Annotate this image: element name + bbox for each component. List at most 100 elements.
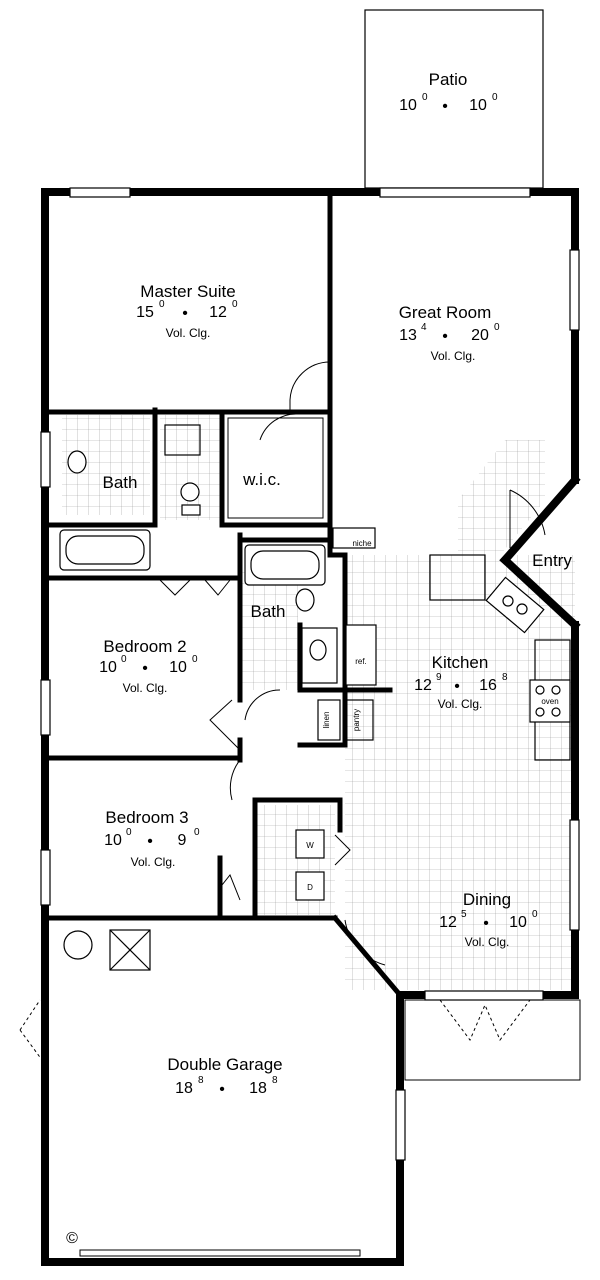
svg-text:0: 0 bbox=[494, 322, 500, 333]
water-heater bbox=[63, 930, 93, 960]
svg-text:0: 0 bbox=[232, 299, 238, 310]
windows bbox=[40, 187, 580, 1161]
bathtub-master bbox=[59, 529, 151, 571]
svg-text:•: • bbox=[142, 660, 148, 677]
tile-toilet-room bbox=[160, 415, 220, 520]
svg-text:10: 10 bbox=[469, 97, 487, 114]
hall-bath-name: Bath bbox=[251, 602, 286, 621]
kitchen-ceiling: Vol. Clg. bbox=[438, 697, 483, 711]
svg-text:•: • bbox=[147, 833, 153, 850]
bedroom3-name: Bedroom 3 bbox=[105, 808, 188, 827]
dryer-label: D bbox=[307, 883, 313, 892]
svg-text:10: 10 bbox=[399, 97, 417, 114]
svg-text:4: 4 bbox=[421, 322, 427, 333]
svg-text:•: • bbox=[219, 1081, 225, 1098]
svg-text:•: • bbox=[483, 915, 489, 932]
svg-text:0: 0 bbox=[126, 827, 132, 838]
svg-text:18: 18 bbox=[249, 1080, 267, 1097]
svg-text:0: 0 bbox=[422, 92, 428, 103]
tile-floors bbox=[62, 415, 575, 990]
bedroom3-ceiling: Vol. Clg. bbox=[131, 855, 176, 869]
svg-text:0: 0 bbox=[192, 654, 198, 665]
oven-label: oven bbox=[541, 697, 558, 706]
interior-walls bbox=[42, 192, 404, 999]
window-master-bath bbox=[40, 431, 51, 488]
master-suite-ceiling: Vol. Clg. bbox=[166, 326, 211, 340]
pantry-closet bbox=[344, 699, 374, 741]
sink-master bbox=[67, 450, 87, 474]
svg-text:8: 8 bbox=[198, 1075, 204, 1086]
patio-dims: 10 0 • 10 0 bbox=[399, 92, 498, 115]
great-room-ceiling: Vol. Clg. bbox=[431, 349, 476, 363]
dryer bbox=[295, 871, 325, 901]
window-dining bbox=[569, 819, 580, 931]
master-suite-name: Master Suite bbox=[140, 282, 235, 301]
wic-shelf bbox=[227, 417, 324, 519]
master-suite-dims: 15 0 • 12 0 bbox=[136, 299, 238, 322]
svg-text:10: 10 bbox=[99, 659, 117, 676]
sink-hall bbox=[309, 639, 327, 661]
svg-text:10: 10 bbox=[104, 832, 122, 849]
window-great-room bbox=[569, 249, 580, 331]
window-dining-bottom bbox=[424, 990, 544, 1001]
svg-text:20: 20 bbox=[471, 327, 489, 344]
svg-text:15: 15 bbox=[136, 304, 154, 321]
svg-text:0: 0 bbox=[159, 299, 165, 310]
great-room-name: Great Room bbox=[399, 303, 492, 322]
tile-kitchen-dining bbox=[345, 555, 575, 990]
bathtub-hall bbox=[244, 544, 326, 586]
pantry-label: pantry bbox=[352, 709, 361, 731]
svg-text:5: 5 bbox=[461, 909, 467, 920]
tile-hall-bath bbox=[238, 570, 298, 690]
kitchen-dims: 12 9 • 16 8 bbox=[414, 672, 508, 695]
svg-text:•: • bbox=[442, 98, 448, 115]
svg-text:9: 9 bbox=[178, 832, 187, 849]
laundry-fixtures bbox=[295, 829, 325, 901]
door-swings bbox=[19, 361, 546, 1061]
svg-text:8: 8 bbox=[272, 1075, 278, 1086]
window-master-top bbox=[69, 187, 131, 198]
svg-text:12: 12 bbox=[209, 304, 227, 321]
dining-dims: 12 5 • 10 0 bbox=[439, 909, 538, 932]
svg-text:•: • bbox=[182, 305, 188, 322]
svg-text:0: 0 bbox=[492, 92, 498, 103]
rear-stoop bbox=[404, 999, 581, 1081]
garage-door bbox=[79, 1249, 361, 1257]
svg-text:0: 0 bbox=[194, 827, 200, 838]
ref-label: ref. bbox=[355, 657, 367, 666]
window-patio-slider bbox=[379, 187, 531, 198]
niche-box bbox=[332, 527, 376, 549]
svg-text:18: 18 bbox=[175, 1080, 193, 1097]
svg-text:12: 12 bbox=[414, 677, 432, 694]
window-bedroom3 bbox=[40, 849, 51, 906]
linen-label: linen bbox=[322, 712, 331, 729]
master-bath-name: Bath bbox=[103, 473, 138, 492]
niche-label: niche bbox=[352, 539, 372, 548]
svg-text:10: 10 bbox=[169, 659, 187, 676]
window-garage bbox=[395, 1089, 406, 1161]
linen-closet bbox=[317, 699, 341, 741]
kitchen-name: Kitchen bbox=[432, 653, 489, 672]
svg-text:8: 8 bbox=[502, 672, 508, 683]
kitchen-fixtures bbox=[317, 527, 571, 761]
washer-label: W bbox=[306, 841, 314, 850]
hall-bath-fixtures bbox=[244, 544, 338, 684]
refrigerator bbox=[345, 624, 377, 686]
toilet-master bbox=[180, 482, 200, 502]
entry-name: Entry bbox=[532, 551, 572, 570]
great-room-dims: 13 4 • 20 0 bbox=[399, 322, 500, 345]
sink-kitchen bbox=[485, 576, 545, 634]
svg-text:•: • bbox=[442, 328, 448, 345]
bedroom2-name: Bedroom 2 bbox=[103, 637, 186, 656]
kitchen-island bbox=[429, 554, 486, 601]
master-bath-fixtures bbox=[59, 424, 201, 571]
garage-fixtures bbox=[63, 929, 151, 971]
svg-text:0: 0 bbox=[532, 909, 538, 920]
window-bedroom2 bbox=[40, 679, 51, 736]
copyright-mark: © bbox=[66, 1230, 78, 1247]
svg-text:•: • bbox=[454, 678, 460, 695]
svg-text:0: 0 bbox=[121, 654, 127, 665]
svg-text:10: 10 bbox=[509, 914, 527, 931]
dining-ceiling: Vol. Clg. bbox=[465, 935, 510, 949]
